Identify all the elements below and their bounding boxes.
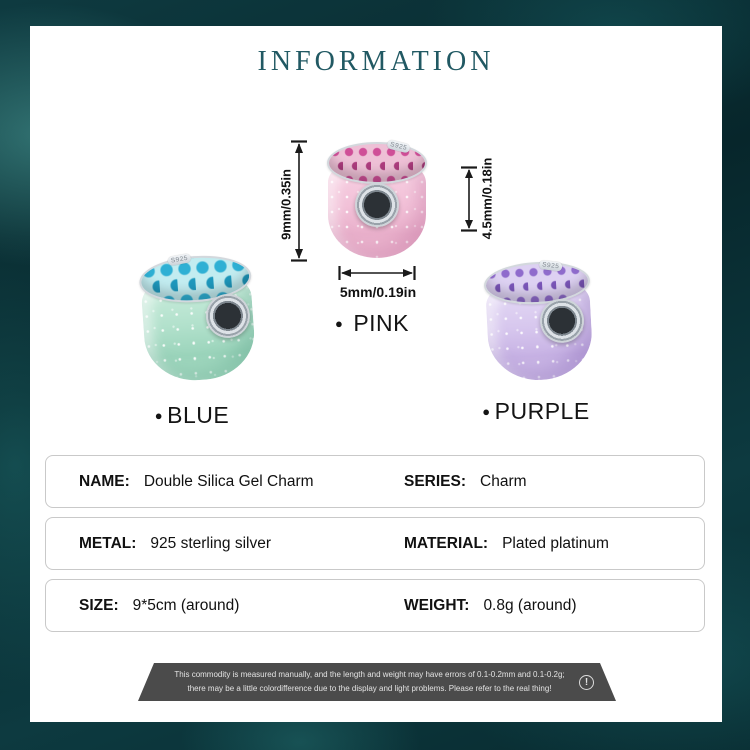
spec-label: METAL: [79,534,137,552]
measure-arrow-height [291,140,307,262]
page-title: INFORMATION [257,46,495,77]
measure-arrow-inner [461,166,477,232]
charm-image-purple: S925 [482,259,595,383]
bullet-icon: ● [482,404,491,419]
spec-value: 9*5cm (around) [132,596,240,614]
color-label-text: BLUE [167,402,230,428]
color-label-pink: ● PINK [292,310,452,337]
charm-image-blue: S925 [137,252,258,384]
spec-value: 0.8g (around) [483,596,577,614]
color-label-text: PURPLE [494,398,590,424]
spec-label: SIZE: [79,596,119,614]
spec-label: NAME: [79,472,130,490]
spec-label: WEIGHT: [404,596,470,614]
spec-row-metal-material: METAL: 925 sterling silver MATERIAL: Pla… [45,517,705,570]
bullet-icon: ● [334,316,344,331]
spec-label: MATERIAL: [404,534,489,552]
disclaimer-text: This commodity is measured manually, and… [138,668,575,695]
disclaimer-banner: This commodity is measured manually, and… [138,663,616,701]
spec-row-name-series: NAME: Double Silica Gel Charm SERIES: Ch… [45,455,705,508]
info-panel: INFORMATION S925 9mm/0.35in 4.5mm/0.18in [30,26,722,722]
spec-value: Charm [480,472,527,490]
exclamation-icon: ! [579,675,594,690]
charm-pink-hole [355,183,399,227]
color-label-purple: ● PURPLE [436,398,636,425]
disclaimer-line-1: This commodity is measured manually, and… [174,670,565,680]
measure-arrow-width [338,266,416,280]
inner-dimension-label: 4.5mm/0.18in [479,157,495,240]
spec-value: 925 sterling silver [150,534,272,552]
color-label-blue: ● BLUE [92,402,292,429]
charm-pink-crystal-band [327,142,427,184]
disclaimer-line-2: there may be a little colordifference du… [187,684,552,693]
spec-label: SERIES: [404,472,467,490]
bullet-icon: ● [154,408,164,423]
height-dimension-label: 9mm/0.35in [278,169,294,240]
spec-row-size-weight: SIZE: 9*5cm (around) WEIGHT: 0.8g (aroun… [45,579,705,632]
charm-image-pink: S925 [327,139,427,258]
color-label-text: PINK [353,310,410,336]
width-dimension-label: 5mm/0.19in [339,284,417,300]
spec-value: Double Silica Gel Charm [143,472,314,490]
spec-value: Plated platinum [502,534,609,552]
